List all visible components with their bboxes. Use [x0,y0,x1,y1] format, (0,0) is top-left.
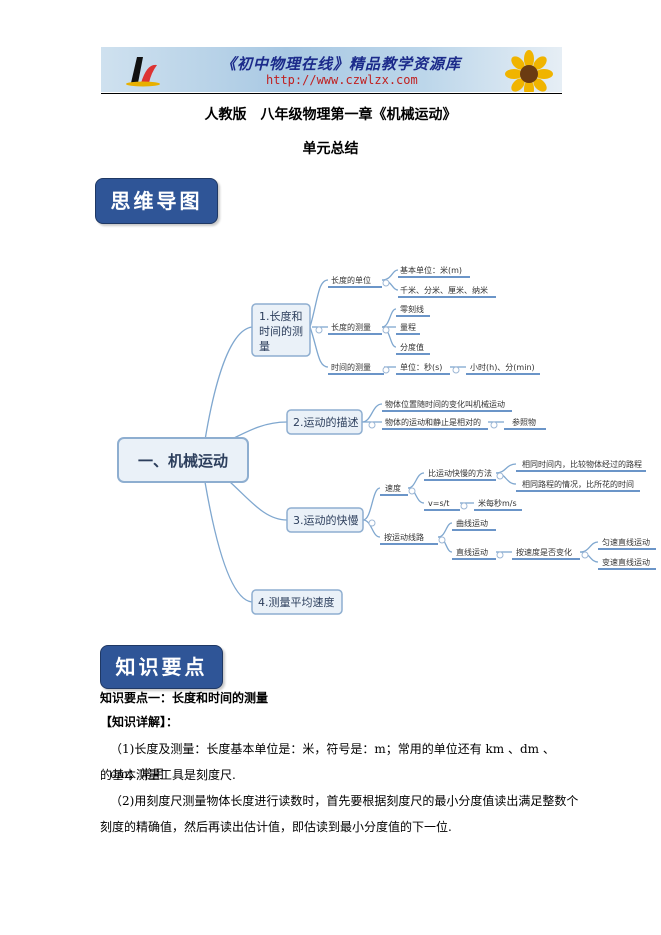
section-tag-mindmap: 思维导图 [95,178,218,224]
branch1-line3: 量 [259,340,270,353]
node-length-unit: 长度的单位 [331,275,371,285]
node-compare-methods: 比运动快慢的方法 [428,468,492,478]
branch4-label: 4.测量平均速度 [258,595,335,609]
knowledge-detail-label: 【知识详解】： [100,715,179,729]
branch2-label: 2.运动的描述 [293,415,359,429]
banner-title: 《初中物理在线》精品教学资源库 [221,55,462,73]
node-length-measure: 长度的测量 [331,322,371,332]
node-speed-unit: 米每秒m/s [478,498,517,508]
node-motion-relative: 物体的运动和静止是相对的 [385,417,481,427]
node-speed-formula: v=s/t [428,499,449,508]
node-division: 分度值 [400,342,424,352]
node-time-other-units: 小时(h)、分(min) [470,362,535,372]
node-uniform-motion: 匀速直线运动 [602,537,650,547]
mind-map-underlines [328,276,656,570]
banner-url: http://www.czwlzx.com [266,73,418,87]
branch4-box [251,589,343,615]
paragraph-2-line-2: 刻度的精确值，然后再读出估计值，即估读到最小分度值的下一位. [100,820,452,834]
node-zero-line: 零刻线 [400,304,424,314]
branch3-box [286,507,364,533]
mind-map-collapse-markers [315,279,589,559]
node-length-base-unit: 基本单位：米(m) [400,265,462,275]
node-by-path: 按运动线路 [384,532,424,542]
mind-map: 一、机械运动 1.长度和 时间的测 量 长度的单位 基本单位：米(m) 千米、分… [117,265,656,615]
node-time-measure: 时间的测量 [331,362,371,372]
node-length-other-units: 千米、分米、厘米、纳米 [400,285,488,295]
node-speed: 速度 [385,483,401,493]
branch2-box [286,409,363,435]
branch1-line1: 1.长度和 [259,309,303,323]
branch1-line2: 时间的测 [259,324,303,338]
branch3-label: 3.运动的快慢 [293,513,359,527]
site-logo-icon [126,57,160,87]
node-curve-motion: 曲线运动 [456,518,488,528]
root-node-box [117,437,249,483]
node-motion-definition: 物体位置随时间的变化叫机械运动 [385,399,505,409]
document-subtitle: 单元总结 [302,141,359,157]
node-by-speed-change: 按速度是否变化 [516,547,572,557]
paragraph-1-line-2: 的基本测量工具是刻度尺. [100,768,236,782]
header-banner: 《初中物理在线》精品教学资源库 http://www.czwlzx.com [101,47,562,92]
knowledge-point-1-heading: 知识要点一：长度和时间的测量 [100,691,269,705]
root-node: 一、机械运动 [138,452,228,470]
paragraph-2-line-1: （2)用刻度尺测量物体长度进行读数时，首先要根据刻度尺的最小分度值读出满足整数个 [110,794,579,808]
header-divider [101,93,562,94]
sunflower-icon [505,50,553,92]
node-reference-object: 参照物 [512,417,536,427]
paragraph-1-line-1: （1)长度及测量：长度基本单位是：米，符号是：m；常用的单位还有 km 、dm … [110,742,555,781]
node-time-unit: 单位：秒(s) [400,362,442,372]
document-title: 人教版 八年级物理第一章《机械运动》 [204,107,457,123]
node-straight-motion: 直线运动 [456,547,488,557]
node-same-distance: 相同路程的情况，比所花的时间 [522,479,634,489]
node-variable-motion: 变速直线运动 [602,557,650,567]
node-range: 量程 [400,323,416,332]
mind-map-connectors [204,269,599,603]
section-tag-knowledge: 知识要点 [100,645,223,689]
node-same-time: 相同时间内，比较物体经过的路程 [522,459,642,469]
branch1-box [251,303,311,357]
